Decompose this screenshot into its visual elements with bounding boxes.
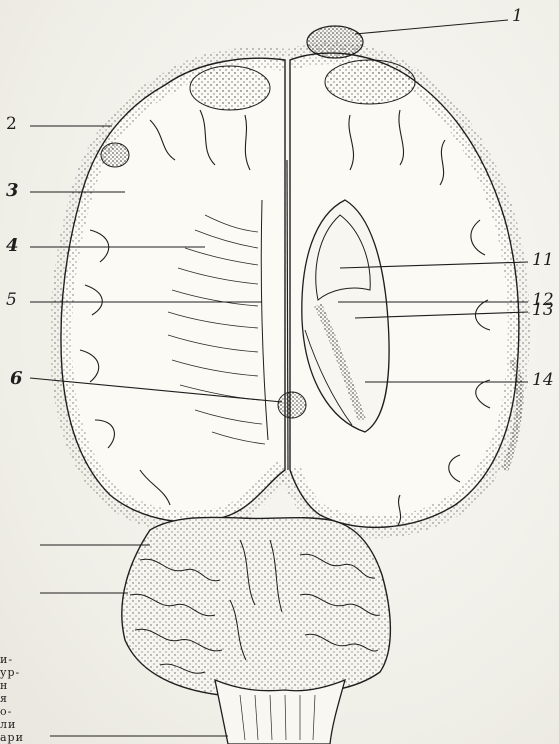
left-frontal-bump	[190, 66, 270, 110]
midline	[287, 160, 288, 470]
label-13: 13	[532, 302, 554, 319]
olfactory-bulb	[307, 26, 363, 58]
label-5: 5	[6, 292, 17, 309]
left-lump	[101, 143, 129, 167]
label-2: 2	[6, 116, 17, 133]
side-text-6: ари	[0, 732, 24, 743]
side-text-1: ур-	[0, 667, 20, 678]
label-6: 6	[10, 370, 23, 388]
side-text-5: ли	[0, 719, 16, 730]
label-11: 11	[532, 252, 554, 269]
side-text-2: н	[0, 680, 8, 691]
cerebellum-stipple	[122, 517, 391, 695]
label-14: 14	[532, 372, 554, 389]
label-1: 1	[512, 8, 523, 25]
right-frontal-bump	[325, 60, 415, 104]
side-text-4: о-	[0, 706, 12, 717]
label-4: 4	[6, 237, 19, 255]
central-body	[278, 392, 306, 418]
side-text-3: я	[0, 693, 8, 704]
label-3: 3	[6, 182, 19, 200]
side-text-0: и-	[0, 654, 13, 665]
